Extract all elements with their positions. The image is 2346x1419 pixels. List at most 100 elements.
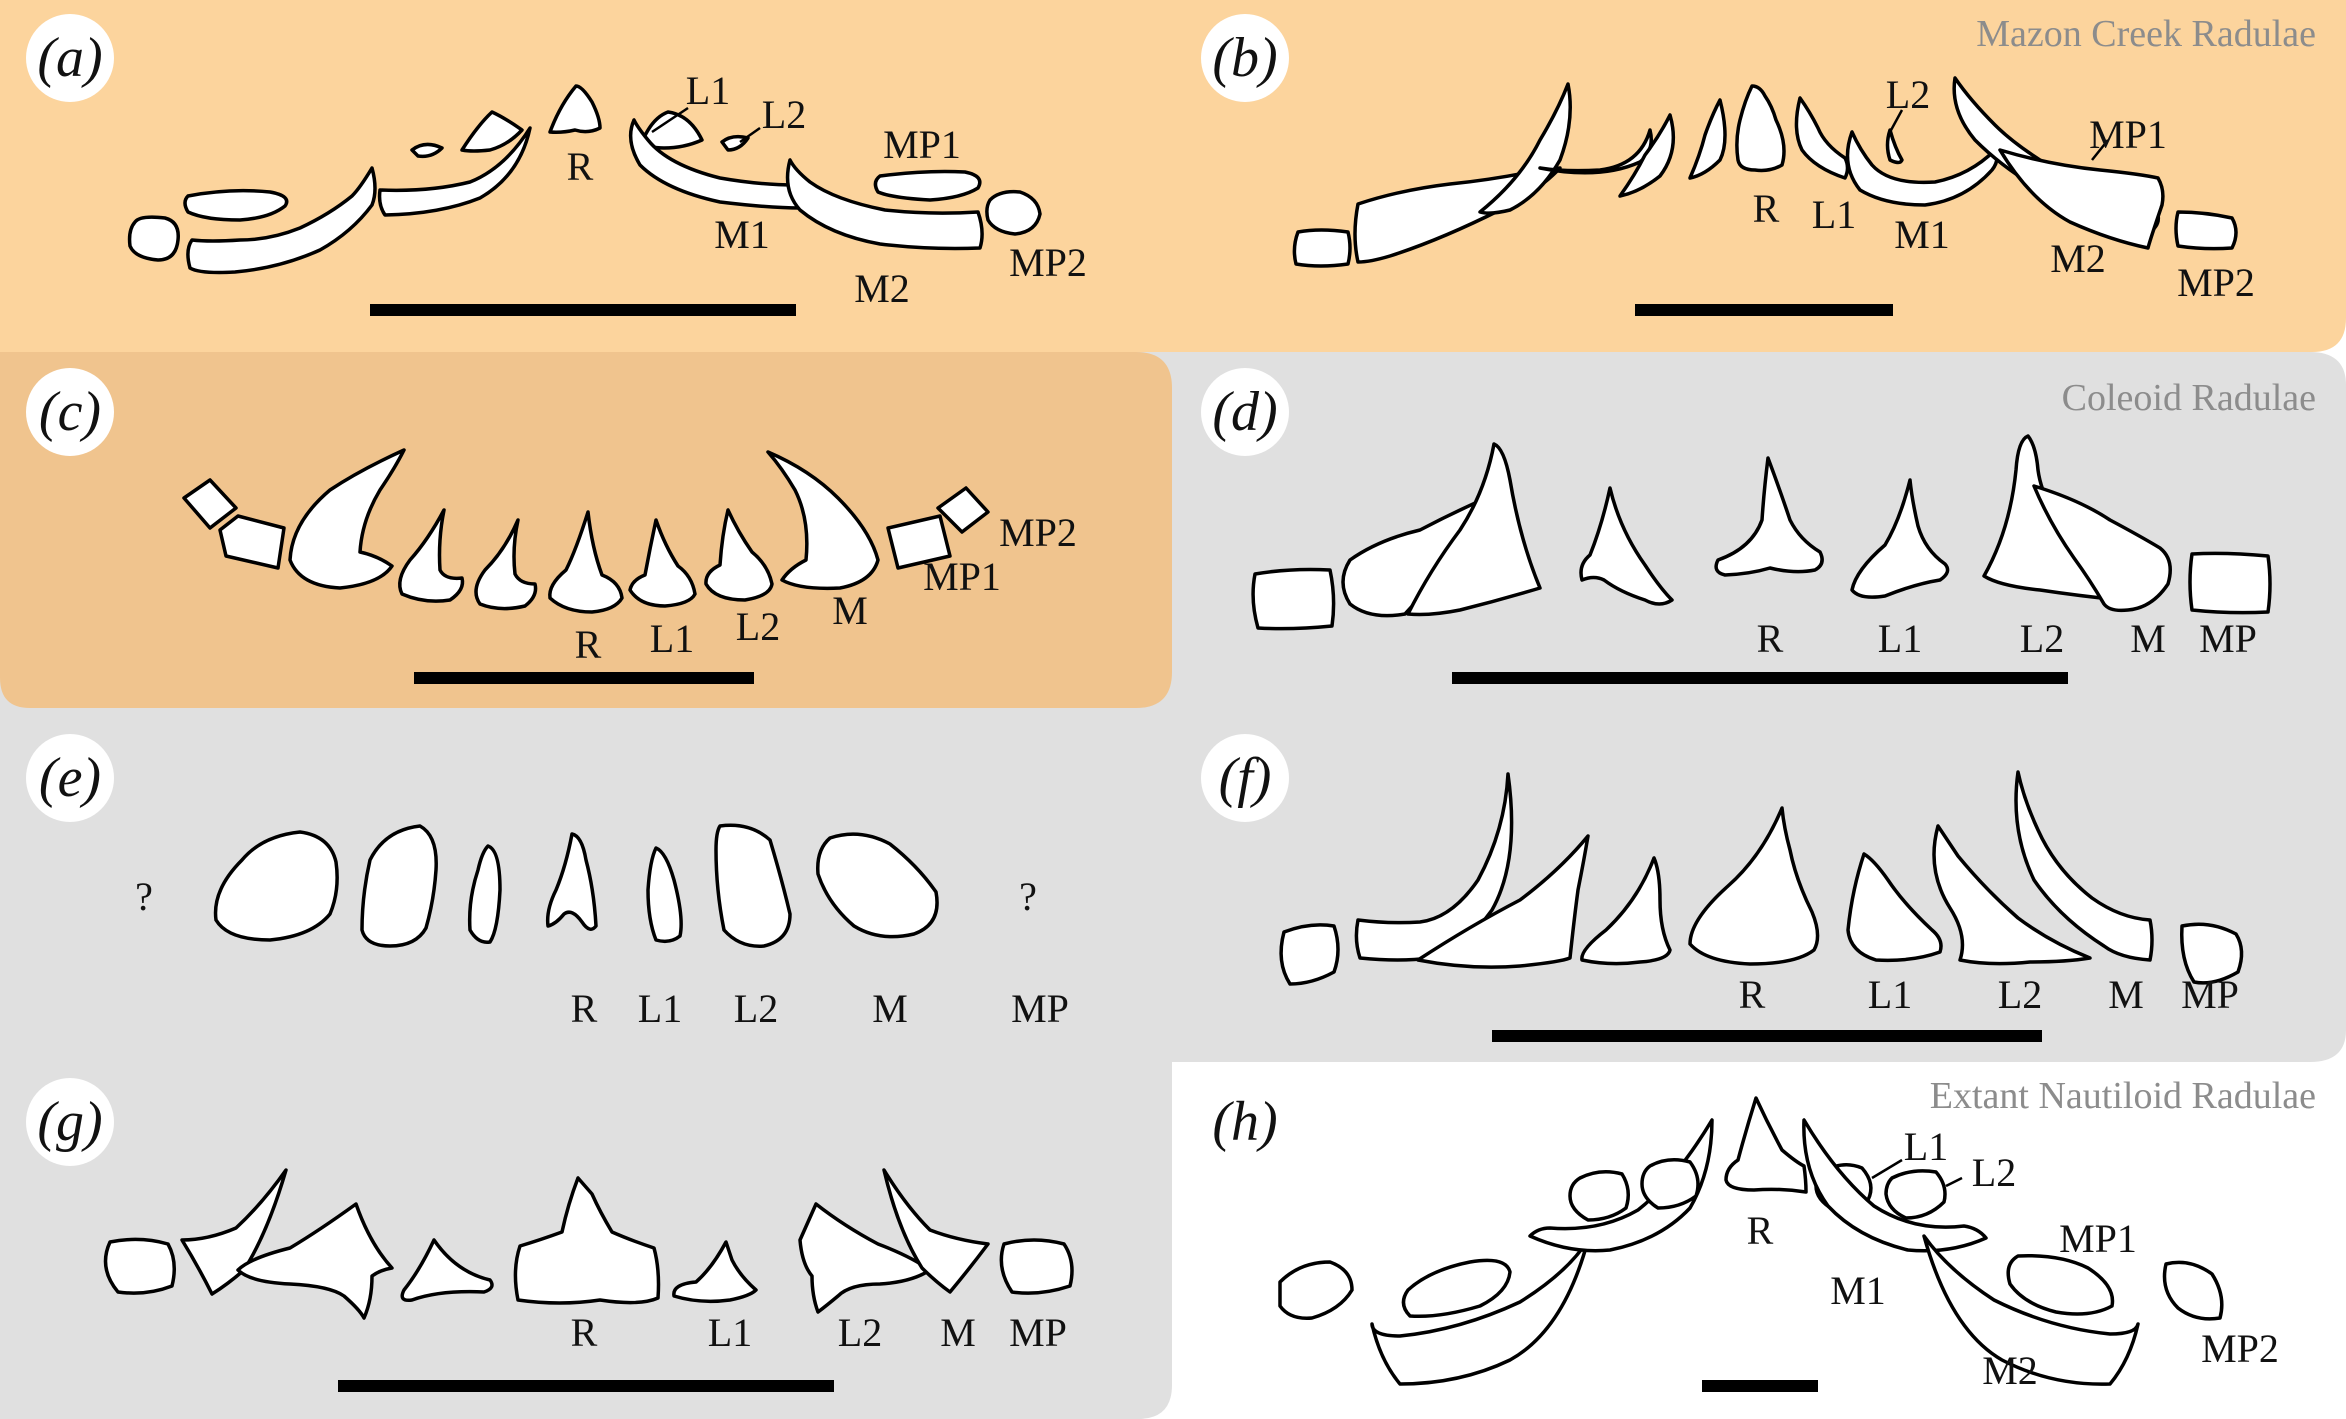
tooth-g-l1-right [672, 1240, 758, 1304]
label-a-m2: M2 [854, 266, 910, 311]
panel-letters: (a) (b) (c) (d) (e) (f) (g) (h) [26, 14, 1289, 1166]
tooth-c-l1-left [474, 518, 538, 611]
tooth-f-m-left [1354, 772, 1514, 962]
tooth-f-m-right [2014, 770, 2154, 962]
label-h-r: R [1747, 1208, 1774, 1253]
tooth-f-l1-left [1580, 856, 1672, 966]
scale-bar-a [370, 304, 796, 316]
svg-text:(a): (a) [37, 27, 102, 89]
label-c-m: M [832, 588, 868, 633]
tooth-e-l2-right [714, 823, 792, 948]
panel-g: R L1 L2 M MP [103, 1168, 1074, 1392]
tooth-g-m-left [180, 1168, 288, 1296]
tooth-c-r [548, 510, 624, 614]
panel-h: R L1 L2 M1 M2 MP1 MP2 [1278, 1096, 2279, 1393]
tooth-d-mp-left [1251, 567, 1336, 631]
label-f-r: R [1739, 972, 1766, 1017]
leader-b-l2 [1888, 109, 1904, 133]
tooth-e-l2-left [360, 824, 438, 948]
label-h-m2: M2 [1982, 1348, 2038, 1393]
tooth-a-l1-left [460, 110, 524, 153]
label-h-l2: L2 [1972, 1150, 2016, 1195]
label-f-mp: MP [2181, 972, 2239, 1017]
leader-a-l1 [651, 106, 689, 134]
label-h-mp1: MP1 [2059, 1216, 2137, 1261]
svg-text:(e): (e) [39, 747, 101, 809]
tooth-h-mp2-right [2162, 1260, 2224, 1321]
label-e-l1: L1 [638, 986, 682, 1031]
label-h-mp2: MP2 [2201, 1326, 2279, 1371]
tooth-b-l2-left [1618, 113, 1676, 198]
svg-text:(h): (h) [1212, 1091, 1277, 1153]
tooth-g-l2-left [236, 1202, 394, 1320]
tooth-e-m-right [816, 832, 939, 939]
tooth-a-mp2-right [985, 189, 1042, 236]
tooth-e-l1-left [467, 844, 502, 944]
tooth-b-mp2-left [1292, 228, 1352, 268]
label-b-r: R [1753, 186, 1780, 231]
tooth-c-l2-left [398, 508, 465, 603]
tooth-f-mp-right [2180, 922, 2244, 985]
label-f-l1: L1 [1868, 972, 1912, 1017]
label-a-m1: M1 [714, 212, 770, 257]
label-c-r: R [575, 622, 602, 667]
panel-a: R L1 L2 M1 M2 MP1 MP2 [127, 68, 1087, 316]
tooth-h-m2-right [1922, 1234, 2140, 1386]
svg-text:(b): (b) [1212, 27, 1277, 89]
tooth-e-r [545, 832, 598, 931]
tooth-h-mp1-right [2006, 1254, 2115, 1316]
label-h-l1: L1 [1904, 1124, 1948, 1169]
label-c-l1: L1 [650, 616, 694, 661]
tooth-f-l1-right [1846, 852, 1943, 963]
tooth-d-m-right [2032, 484, 2172, 613]
tooth-h-l1-left [1640, 1158, 1700, 1210]
tooth-d-l1-left [1579, 486, 1674, 606]
leader-b-mp1 [2091, 139, 2109, 161]
label-g-r: R [571, 1310, 598, 1355]
label-e-mp: MP [1011, 986, 1069, 1031]
label-b-mp2: MP2 [2177, 260, 2255, 305]
leader-a-l2 [739, 126, 761, 144]
label-d-m: M [2130, 616, 2166, 661]
label-f-m: M [2108, 972, 2144, 1017]
svg-text:(g): (g) [37, 1091, 102, 1153]
label-e-m: M [872, 986, 908, 1031]
tooth-h-mp1-left [1401, 1258, 1512, 1319]
label-b-l2: L2 [1886, 72, 1930, 117]
tooth-b-mp2-right [2174, 210, 2238, 251]
label-b-mp1: MP1 [2089, 112, 2167, 157]
tooth-g-r [513, 1176, 661, 1305]
label-a-r: R [567, 144, 594, 189]
tooth-e-m-left [213, 830, 339, 942]
label-a-mp1: MP1 [883, 122, 961, 167]
label-c-mp1: MP1 [923, 554, 1001, 599]
panel-letter-e: (e) [26, 734, 114, 822]
tooth-a-grey-left [183, 188, 289, 222]
tooth-h-m1-right [1802, 1118, 1988, 1253]
tooth-a-m1-left [377, 126, 532, 217]
label-g-mp: MP [1009, 1310, 1067, 1355]
tooth-b-r [1735, 84, 1786, 173]
tooth-c-l1-right [628, 518, 697, 608]
unknown-e-right: ? [1019, 874, 1037, 919]
tooth-h-l2-left [1568, 1170, 1630, 1222]
label-d-l2: L2 [2020, 616, 2064, 661]
svg-text:(d): (d) [1212, 381, 1277, 443]
panel-e: ? ? R L1 L2 M MP [135, 823, 1069, 1031]
label-b-m2: M2 [2050, 236, 2106, 281]
tooth-c-m-left [288, 448, 406, 590]
svg-text:(f): (f) [1219, 747, 1272, 809]
svg-text:(c): (c) [39, 381, 101, 443]
scale-bar-c [414, 672, 754, 684]
tooth-c-mp1-right [886, 514, 952, 570]
tooth-d-r [1714, 456, 1824, 577]
tooth-b-m1-left [1478, 82, 1572, 215]
leader-h-l2 [1945, 1176, 1963, 1188]
tooth-a-m2-left [186, 166, 377, 275]
label-a-mp2: MP2 [1009, 240, 1087, 285]
label-g-l2: L2 [838, 1310, 882, 1355]
tooth-c-mp2-left [182, 478, 238, 530]
panel-letter-d: (d) [1201, 368, 1289, 456]
label-a-l2: L2 [762, 92, 806, 137]
tooth-g-mp-right [999, 1238, 1074, 1295]
